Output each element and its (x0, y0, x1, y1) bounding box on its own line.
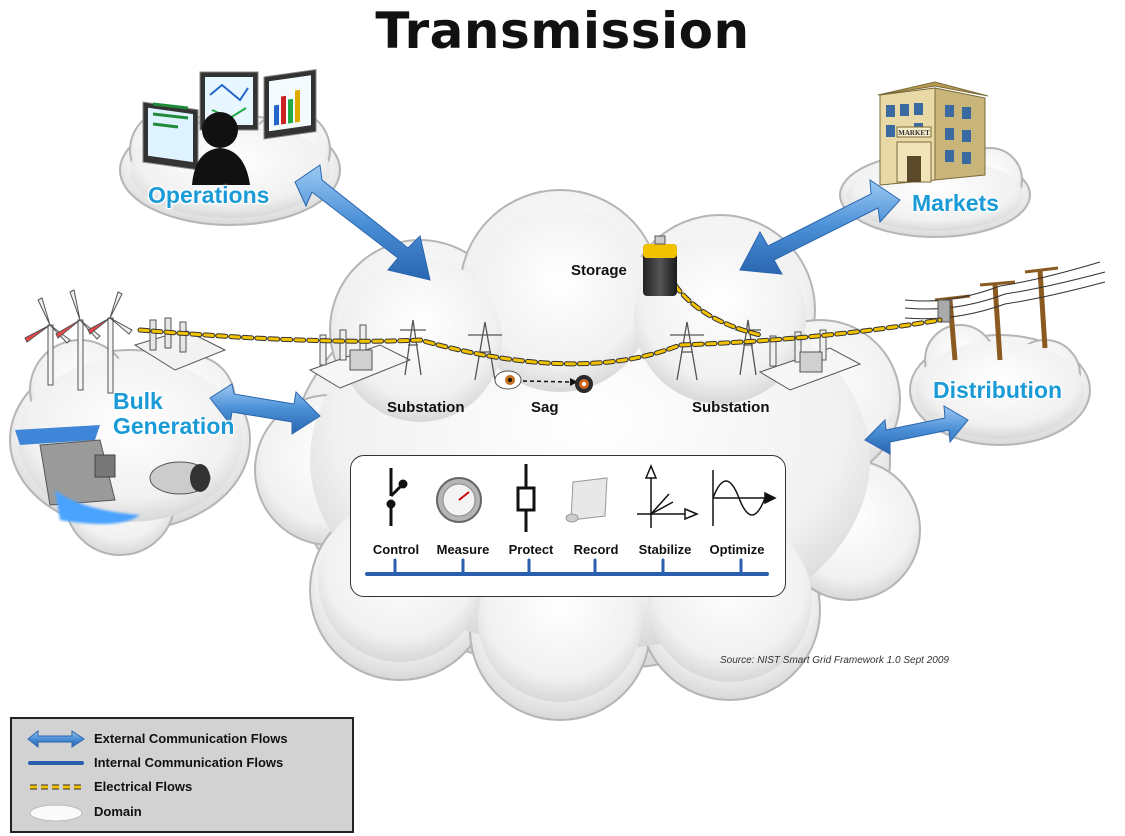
storage-battery-icon (643, 235, 677, 296)
functions-panel: Control Measure Protect Record Stabilize… (350, 455, 786, 597)
protect-icon (516, 464, 536, 532)
market-sign: MARKET (898, 129, 930, 137)
legend-external-flows: External Communication Flows (26, 729, 346, 749)
external-arrow-icon (27, 729, 85, 749)
distribution-poles-icon (904, 261, 1106, 361)
gas-turbine-icon (149, 461, 211, 495)
operations-label: Operations (148, 182, 270, 208)
measure-icon (436, 477, 482, 523)
arrow-bulk-generation (209, 383, 321, 435)
record-icon (565, 477, 608, 523)
substation-left-label: Substation (387, 399, 465, 416)
bulk-generation-label: Bulk Generation (113, 389, 234, 439)
hydro-dam-icon (15, 425, 140, 524)
operations-icon (142, 69, 317, 185)
legend-label: External Communication Flows (94, 731, 288, 746)
distribution-label: Distribution (933, 377, 1063, 403)
storage-label: Storage (571, 262, 627, 279)
function-control-label: Control (372, 542, 420, 557)
optimize-icon (712, 470, 777, 526)
source-note: Source: NIST Smart Grid Framework 1.0 Se… (720, 655, 949, 666)
arrow-distribution (864, 405, 969, 455)
electrical-dashes-icon (30, 784, 82, 790)
substation-right-label: Substation (692, 399, 770, 416)
external-comm-arrows (209, 164, 969, 455)
arrow-operations (294, 164, 431, 281)
function-measure-label: Measure (436, 542, 490, 557)
sag-icon (494, 370, 593, 393)
wind-turbine-icons (24, 289, 133, 394)
bulk-generation-line2: Generation (113, 412, 235, 439)
internal-comm-bus (365, 558, 769, 576)
legend-label: Electrical Flows (94, 779, 193, 794)
control-icon (386, 468, 408, 526)
legend-domain: Domain (26, 802, 346, 822)
markets-label: Markets (912, 190, 999, 216)
sag-label: Sag (531, 399, 559, 416)
bulk-generation-line1: Bulk (113, 388, 163, 414)
function-optimize-label: Optimize (709, 542, 765, 557)
legend-label: Internal Communication Flows (94, 755, 284, 770)
page-title: Transmission (375, 2, 750, 60)
market-building-icon: MARKET (877, 81, 989, 186)
domain-cloud-icon (29, 804, 83, 822)
substation-right-icon (758, 329, 862, 391)
electrical-flow-lines (137, 282, 943, 367)
legend-electrical-flows: Electrical Flows (26, 777, 346, 797)
legend-internal-flows: Internal Communication Flows (26, 753, 346, 773)
functions-icons (365, 464, 777, 576)
stabilize-icon (637, 464, 699, 528)
internal-line-icon (28, 761, 84, 765)
legend: External Communication Flows Internal Co… (10, 717, 354, 833)
arrow-markets (739, 179, 901, 275)
function-protect-label: Protect (508, 542, 554, 557)
function-record-label: Record (573, 542, 619, 557)
function-stabilize-label: Stabilize (638, 542, 692, 557)
legend-label: Domain (94, 804, 142, 819)
